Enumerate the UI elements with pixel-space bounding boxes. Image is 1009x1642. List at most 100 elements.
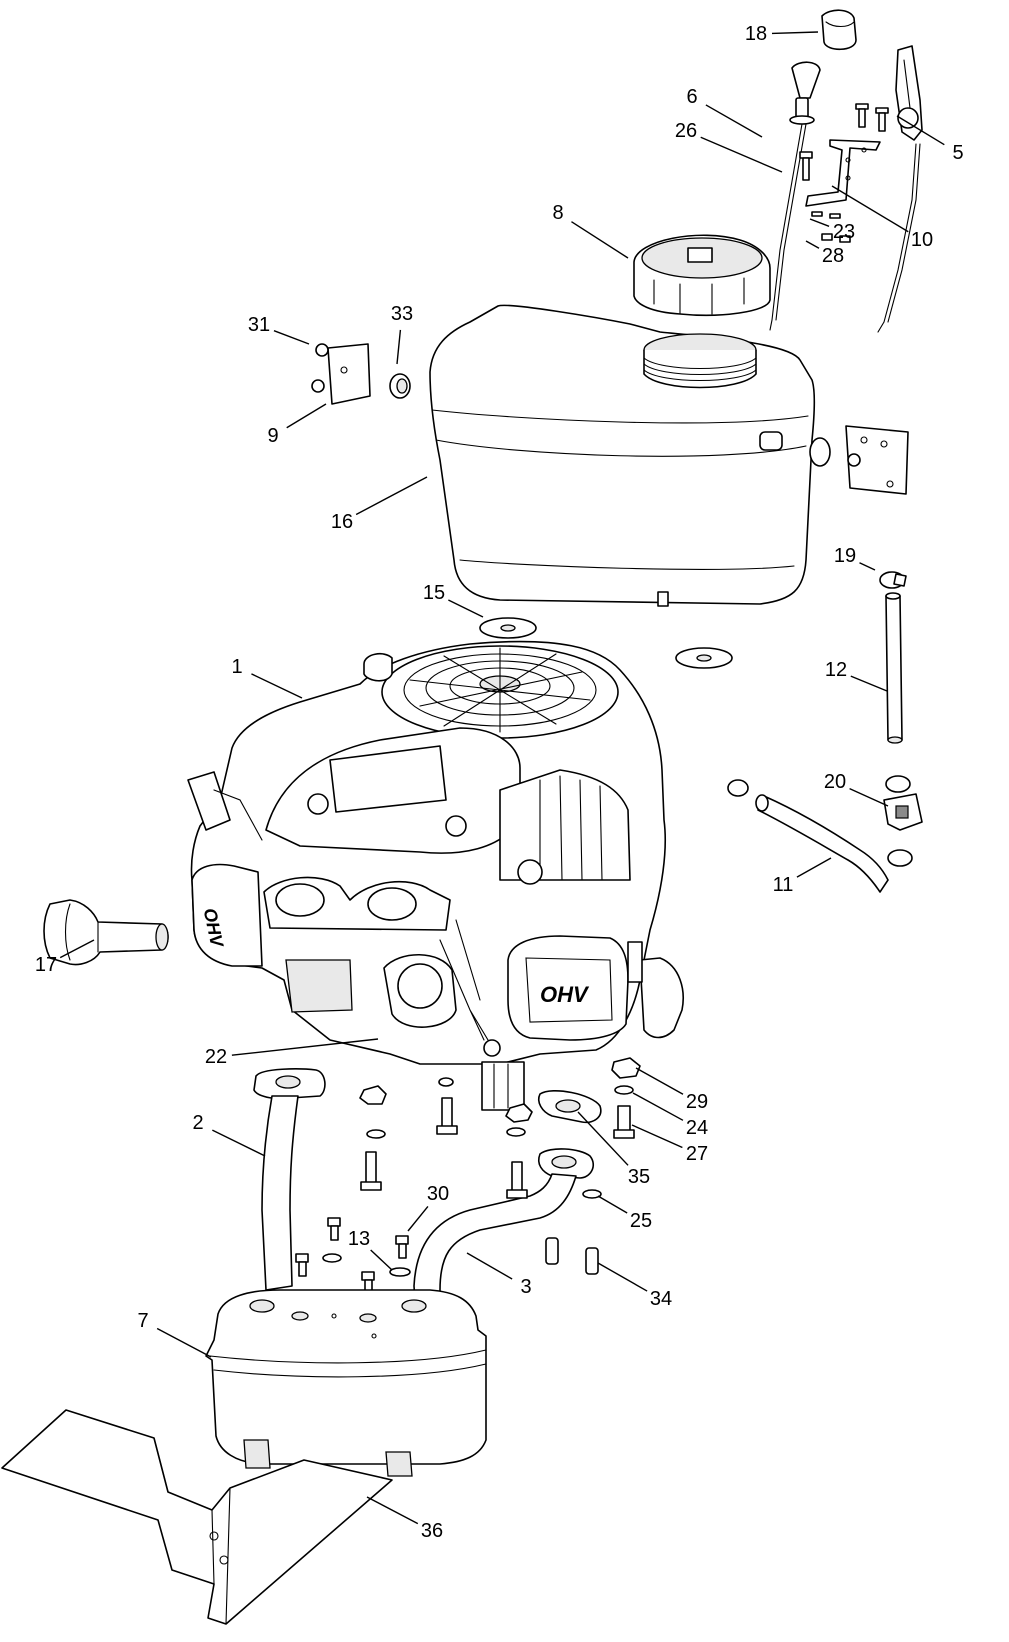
callout-number: 24 [686, 1117, 708, 1139]
callout-number: 23 [833, 221, 855, 243]
callout-35: 35 [577, 1111, 650, 1188]
callout-10: 10 [831, 185, 933, 251]
fasteners [295, 1057, 641, 1295]
callout-17: 17 [35, 939, 95, 976]
callout-number: 19 [834, 545, 856, 567]
callout-number: 31 [248, 314, 270, 336]
muffler [205, 1289, 487, 1477]
leader-line [577, 1111, 629, 1166]
callout-9: 9 [267, 403, 327, 447]
callout-16: 16 [331, 476, 428, 533]
callout-2: 2 [192, 1112, 266, 1157]
callout-25: 25 [597, 1195, 652, 1232]
leader-line [251, 673, 303, 699]
callout-number: 22 [205, 1046, 227, 1068]
leader-line [370, 1249, 393, 1271]
dipstick [769, 61, 821, 331]
callout-number: 3 [520, 1276, 531, 1298]
fuel-cap [633, 234, 771, 317]
leader-line [396, 329, 402, 365]
callout-number: 16 [331, 511, 353, 533]
callout-number: 2 [192, 1112, 203, 1134]
leader-line [212, 1129, 266, 1157]
callout-number: 26 [675, 120, 697, 142]
callout-5: 5 [896, 115, 964, 164]
side-bracket [809, 425, 909, 495]
leader-line [635, 1067, 684, 1095]
callout-number: 8 [552, 202, 563, 224]
leader-line [466, 1252, 513, 1280]
leader-line [355, 476, 428, 516]
grommet [389, 373, 411, 399]
fuel-line [727, 779, 889, 893]
tank-bracket [311, 343, 371, 405]
callout-13: 13 [348, 1228, 393, 1271]
callout-1: 1 [231, 656, 303, 699]
callout-22: 22 [205, 1038, 379, 1068]
callout-18: 18 [745, 23, 819, 45]
callout-29: 29 [635, 1067, 708, 1113]
callout-number: 15 [423, 582, 445, 604]
callout-12: 12 [825, 659, 888, 692]
callout-number: 13 [348, 1228, 370, 1250]
leader-line [850, 675, 888, 692]
callout-27: 27 [631, 1124, 708, 1165]
leader-line [59, 939, 95, 959]
callout-28: 28 [805, 240, 844, 267]
leader-line [571, 221, 629, 259]
callout-number: 18 [745, 23, 767, 45]
leader-line [231, 1038, 379, 1056]
leader-line [366, 1496, 419, 1525]
callout-30: 30 [407, 1183, 449, 1232]
callout-19: 19 [834, 545, 876, 571]
callout-number: 1 [231, 656, 242, 678]
leader-line [771, 31, 819, 35]
callout-number: 20 [824, 771, 846, 793]
callout-26: 26 [675, 120, 783, 173]
fuel-tank [429, 304, 816, 607]
fuel-hose [885, 592, 903, 744]
callout-number: 28 [822, 245, 844, 267]
callout-7: 7 [137, 1310, 212, 1358]
leader-line [896, 115, 945, 146]
oil-drain-extension [43, 899, 169, 966]
callout-number: 12 [825, 659, 847, 681]
callout-number: 11 [773, 874, 794, 896]
leader-line [631, 1124, 683, 1149]
callout-number: 25 [630, 1210, 652, 1232]
leader-line [156, 1327, 212, 1358]
callout-number: 36 [421, 1520, 443, 1542]
shift-knob [821, 9, 857, 51]
callout-number: 6 [686, 86, 697, 108]
small-screws [855, 103, 889, 132]
callout-number: 34 [650, 1288, 672, 1310]
leader-line [286, 403, 327, 429]
leader-line [448, 599, 484, 618]
washers [479, 617, 733, 669]
callout-11: 11 [773, 857, 832, 896]
callout-number: 27 [686, 1143, 708, 1165]
callout-number: 17 [35, 954, 57, 976]
hose-clamp [879, 571, 907, 589]
callout-31: 31 [248, 314, 310, 345]
callout-number: 10 [911, 229, 933, 251]
callout-3: 3 [466, 1252, 532, 1298]
throttle-lever [877, 45, 923, 333]
callout-15: 15 [423, 582, 484, 618]
callout-number: 7 [137, 1310, 148, 1332]
leader-line [700, 136, 783, 173]
screw [799, 151, 813, 181]
callout-number: 5 [952, 142, 963, 164]
leader-line [809, 218, 830, 227]
leader-line [859, 562, 876, 571]
leader-line [273, 330, 310, 345]
bracket [805, 139, 881, 207]
exhaust-gasket [537, 1090, 602, 1124]
callout-24: 24 [632, 1092, 708, 1139]
callout-number: 30 [427, 1183, 449, 1205]
callout-number: 29 [686, 1091, 708, 1113]
exhaust-pipe-left [253, 1068, 326, 1291]
callout-20: 20 [824, 771, 889, 807]
